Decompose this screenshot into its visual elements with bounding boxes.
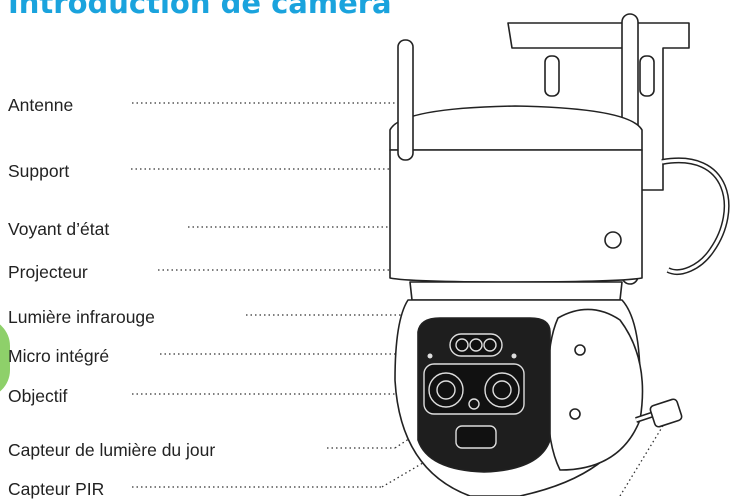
status-led-dot (511, 353, 517, 359)
cable-connector (649, 398, 683, 428)
label-objectif: Objectif (8, 386, 68, 406)
support-body (389, 149, 643, 283)
label-antenne: Antenne (8, 95, 74, 115)
daylight-sensor (468, 398, 480, 410)
ir-led-3 (483, 338, 497, 352)
bracket-slot-right (639, 55, 655, 97)
ir-led-2 (469, 338, 483, 352)
housing-dome (389, 105, 643, 151)
leader-cable (619, 423, 665, 496)
label-projecteur: Projecteur (8, 262, 88, 282)
pir-sensor (455, 425, 497, 449)
antenna-left (397, 39, 414, 161)
label-infrarouge: Lumière infrarouge (8, 307, 155, 327)
bracket-slot-left (544, 55, 560, 97)
side-accent-tab (0, 318, 10, 398)
page-title: Introduction de caméra (8, 0, 392, 20)
power-cable-inner (661, 158, 729, 274)
microphone-dot (427, 353, 433, 359)
support-screw (604, 231, 622, 249)
label-voyant: Voyant d’état (8, 219, 110, 239)
label-micro: Micro intégré (8, 346, 110, 366)
neck-ring (409, 281, 623, 301)
side-screw-top (574, 344, 586, 356)
label-capteur-pir: Capteur PIR (8, 479, 105, 499)
label-support: Support (8, 161, 70, 181)
label-capteur-jour: Capteur de lumière du jour (8, 440, 216, 460)
side-cap (546, 308, 644, 471)
lens-right-inner (492, 380, 512, 400)
ir-led-1 (455, 338, 469, 352)
lens-left-inner (436, 380, 456, 400)
side-screw-bottom (569, 408, 581, 420)
